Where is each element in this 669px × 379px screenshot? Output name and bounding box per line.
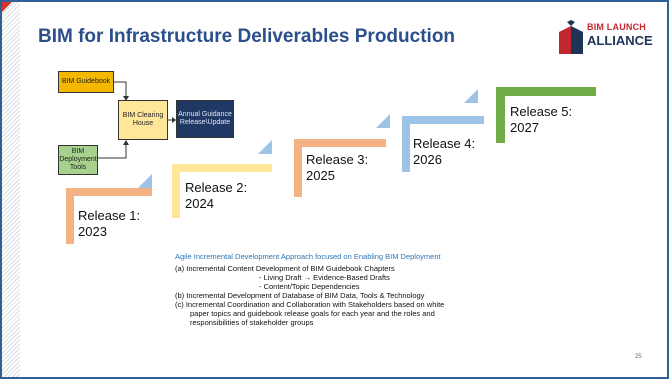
annual-guidance-release-box: Annual Guidance Release\Update <box>176 100 234 138</box>
release-4-arrowhead <box>464 89 478 103</box>
release-3-label: Release 3:2025 <box>306 152 369 183</box>
release-1-arrowhead <box>138 174 152 188</box>
release-2-riser <box>172 164 180 218</box>
bim-launch-alliance-logo-icon <box>559 20 583 54</box>
release-3-step <box>294 139 386 147</box>
logo-top-text: BIM LAUNCH <box>587 22 646 32</box>
approach-heading: Agile Incremental Development Approach f… <box>175 252 441 261</box>
release-5-step <box>496 87 596 96</box>
release-4-step <box>402 116 484 124</box>
slide-title: BIM for Infrastructure Deliverables Prod… <box>38 26 456 47</box>
release-2-label: Release 2:2024 <box>185 180 248 211</box>
bim-deployment-tools-box: BIM Deployment Tools <box>58 145 98 175</box>
release-5-riser <box>496 87 505 143</box>
release-4-label: Release 4:2026 <box>413 136 476 167</box>
list-item: (b) Incremental Development of Database … <box>175 291 425 300</box>
release-1-step <box>66 188 152 196</box>
approach-list: (a) Incremental Content Development of B… <box>175 264 444 327</box>
bim-clearing-house-box: BIM Clearing House <box>118 100 168 140</box>
list-item: (a) Incremental Content Development of B… <box>175 264 395 273</box>
left-hatch-border <box>2 2 20 377</box>
list-item: - Content/Topic Dependencies <box>259 282 360 291</box>
release-1-label: Release 1:2023 <box>78 208 141 239</box>
release-4-riser <box>402 116 410 172</box>
release-5-label: Release 5:2027 <box>510 104 573 135</box>
release-3-arrowhead <box>376 114 390 128</box>
list-item: responsibilities of stakeholder groups <box>190 318 314 327</box>
release-1-riser <box>66 188 74 244</box>
list-item: - Living Draft → Evidence-Based Drafts <box>259 273 390 282</box>
list-item: paper topics and guidebook release goals… <box>190 309 435 318</box>
logo-main-text: ALLIANCE <box>587 33 653 48</box>
bim-guidebook-box: BIM Guidebook <box>58 71 114 93</box>
list-item: (c) Incremental Coordination and Collabo… <box>175 300 445 309</box>
corner-accent <box>2 2 12 12</box>
release-2-step <box>172 164 272 172</box>
page-number: 25 <box>635 354 642 360</box>
release-3-riser <box>294 139 302 197</box>
release-2-arrowhead <box>258 140 272 154</box>
